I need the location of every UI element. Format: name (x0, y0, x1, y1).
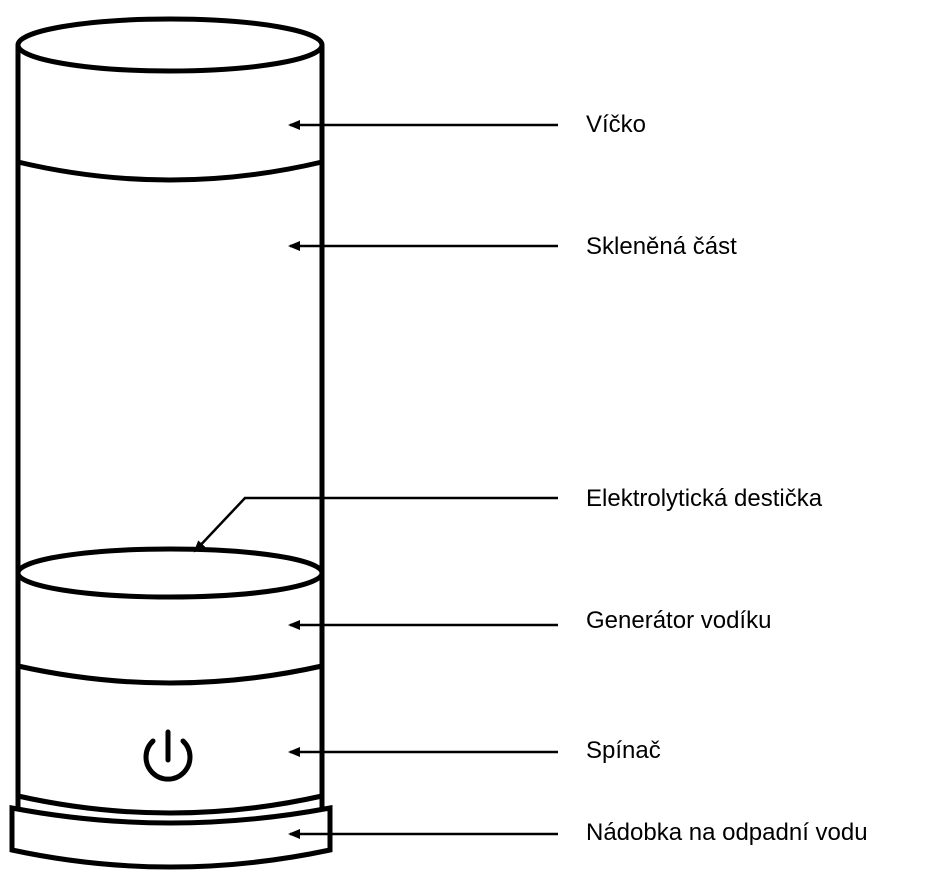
lid-seam (17, 159, 323, 183)
waste-container-outline (9, 804, 333, 870)
label-lid: Víčko (586, 111, 647, 138)
label-glass-part: Skleněná část (586, 233, 737, 260)
label-hydrogen-generator: Generátor vodíku (586, 607, 772, 634)
generator-top-ellipse (15, 546, 325, 600)
leader-lines (193, 120, 558, 839)
bottle-outline (9, 16, 333, 870)
label-switch: Spínač (586, 737, 661, 764)
lid-top-ellipse (15, 16, 325, 74)
label-electrolytic-plate: Elektrolytická destička (586, 485, 823, 512)
switch-seam (17, 793, 323, 816)
generator-seam (17, 663, 323, 686)
power-icon (143, 729, 193, 782)
leader-electrode (193, 496, 558, 553)
label-waste-water-container: Nádobka na odpadní vodu (586, 819, 868, 846)
